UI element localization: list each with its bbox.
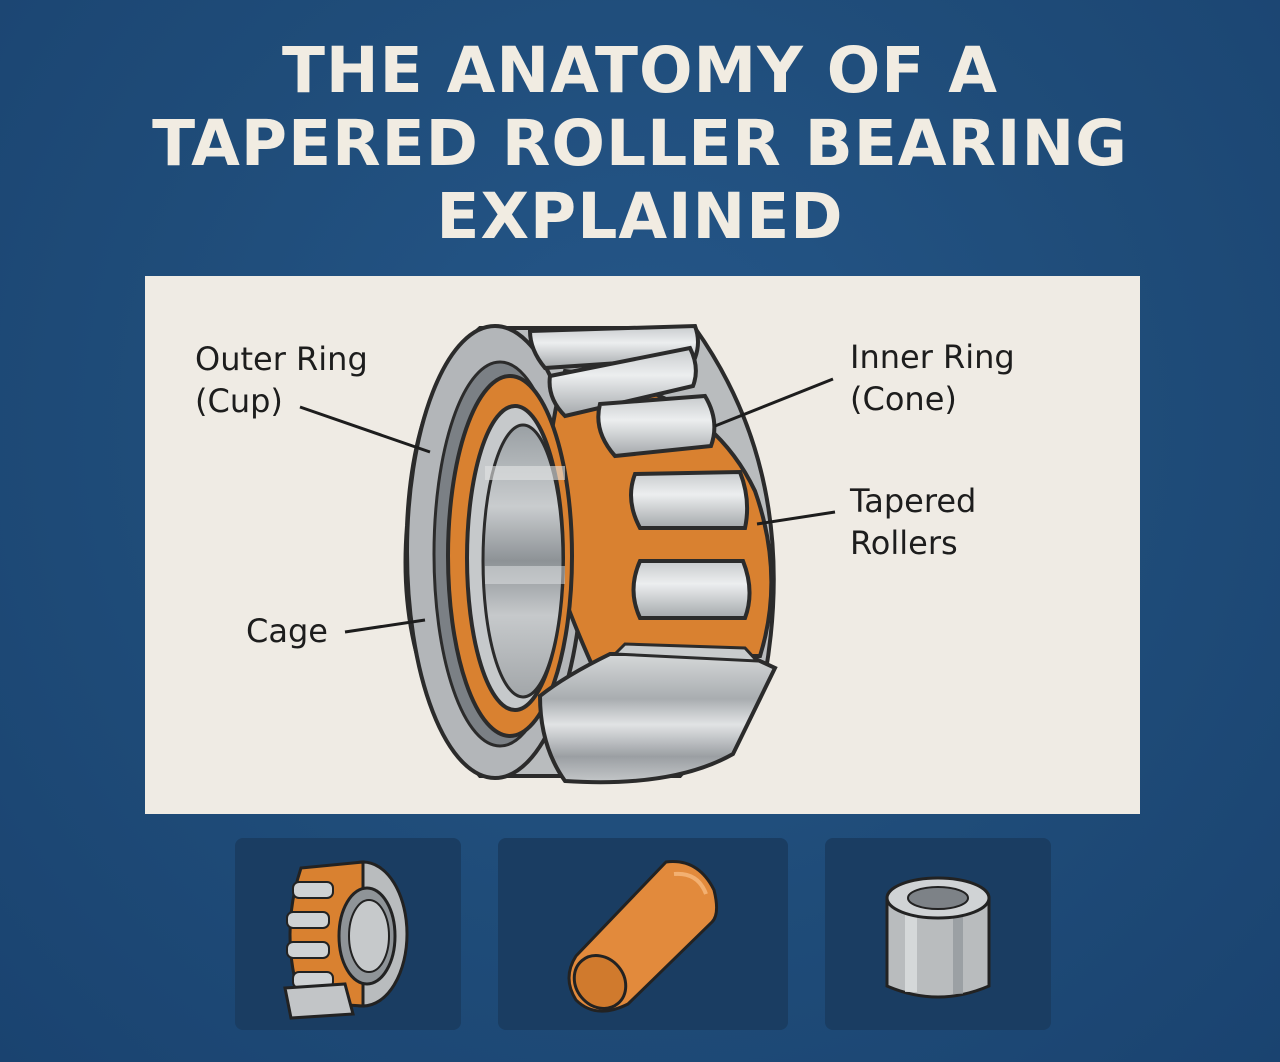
label-outer-ring-line-1: Outer Ring [195,340,368,378]
title-line-1: THE ANATOMY OF A [281,34,999,107]
label-inner-ring: Inner Ring (Cone) [850,336,1015,420]
leader-cage [344,618,426,634]
cup-cutaway [537,642,778,785]
label-inner-ring-line-1: Inner Ring [850,338,1015,376]
tile-bearing-assembly [235,838,461,1030]
tapered-rollers [527,323,752,620]
title-line-2: TAPERED ROLLER BEARING [152,107,1128,180]
label-tapered-rollers-line-1: Tapered [850,482,977,520]
label-outer-ring: Outer Ring (Cup) [195,338,368,422]
label-inner-ring-line-2: (Cone) [850,380,957,418]
bearing-diagram [299,323,836,785]
label-cage-line-1: Cage [246,612,328,650]
tapered-roller-icon [567,860,719,1013]
title-line-3: EXPLAINED [436,180,844,253]
leader-outer-ring [299,405,431,454]
label-cage: Cage [246,610,328,652]
label-outer-ring-line-2: (Cup) [195,382,283,420]
label-tapered-rollers: Tapered Rollers [850,480,976,564]
page-title: THE ANATOMY OF A TAPERED ROLLER BEARING … [0,34,1280,253]
leader-tapered-rollers [756,510,836,526]
leader-lines [299,377,836,634]
label-tapered-rollers-line-2: Rollers [850,524,958,562]
diagram-panel: Outer Ring (Cup) Inner Ring (Cone) Taper… [145,276,1140,814]
outer-ring-cup-icon [885,876,991,999]
inner-ring-cone [465,404,565,712]
leader-inner-ring [714,377,834,428]
tile-outer-ring [825,838,1051,1030]
tile-tapered-roller [498,838,788,1030]
bearing-assembly-icon [283,860,409,1020]
